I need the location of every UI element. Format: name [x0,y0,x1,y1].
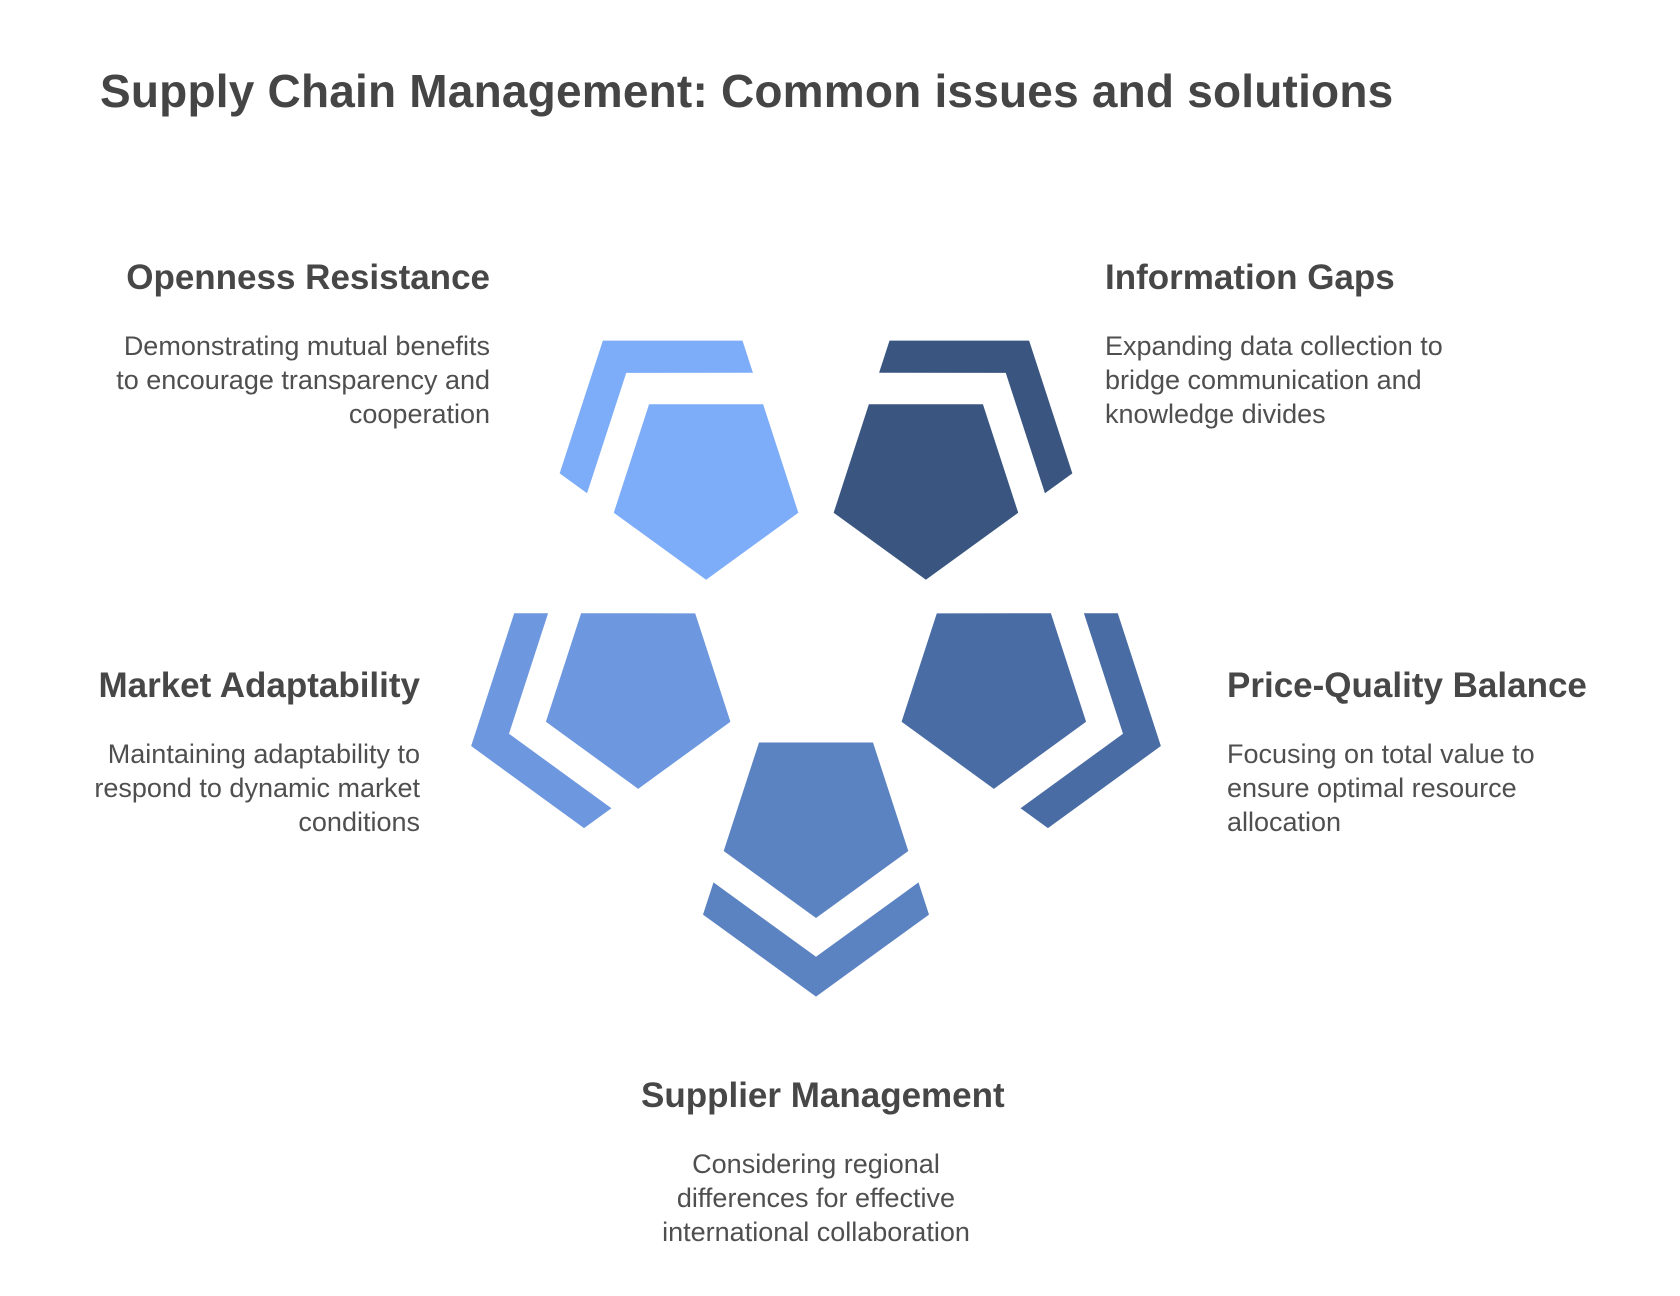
chevron-information-gaps-icon [879,340,1073,494]
section-description: Considering regional differences for eff… [662,1149,970,1247]
section-openness-resistance: Openness Resistance Demonstrating mutual… [105,258,490,432]
unit-information-gaps [833,340,1073,580]
chevron-price-quality-balance-icon [1020,613,1161,829]
unit-openness-resistance [559,340,799,580]
section-price-quality-balance: Price-Quality Balance Focusing on total … [1227,666,1587,840]
pentagon-supplier-management-icon [723,742,909,918]
section-market-adaptability: Market Adaptability Maintaining adaptabi… [40,666,420,840]
pentagon-market-adaptability-icon [545,613,731,789]
section-heading: Price-Quality Balance [1227,666,1587,705]
section-heading: Information Gaps [1105,258,1395,297]
pentagon-openness-resistance-icon [613,404,799,580]
section-description: Maintaining adaptability to respond to d… [94,739,420,837]
section-heading: Supplier Management [641,1076,1005,1115]
section-heading: Openness Resistance [126,258,490,297]
page-title: Supply Chain Management: Common issues a… [100,65,1394,117]
section-heading: Market Adaptability [98,666,420,705]
section-description: Demonstrating mutual benefits to encoura… [116,331,490,429]
section-description: Focusing on total value to ensure optima… [1227,739,1535,837]
unit-supplier-management [703,742,929,997]
pentagon-information-gaps-icon [833,404,1019,580]
section-description: Expanding data collection to bridge comm… [1105,331,1443,429]
unit-market-adaptability [471,613,731,829]
unit-price-quality-balance [901,613,1161,829]
chevron-openness-resistance-icon [559,340,753,494]
chevron-supplier-management-icon [703,882,929,997]
chevron-market-adaptability-icon [471,613,612,829]
pentagon-price-quality-balance-icon [901,613,1087,789]
section-supplier-management: Supplier Management Considering regional… [641,1076,1005,1250]
section-information-gaps: Information Gaps Expanding data collecti… [1105,258,1495,432]
